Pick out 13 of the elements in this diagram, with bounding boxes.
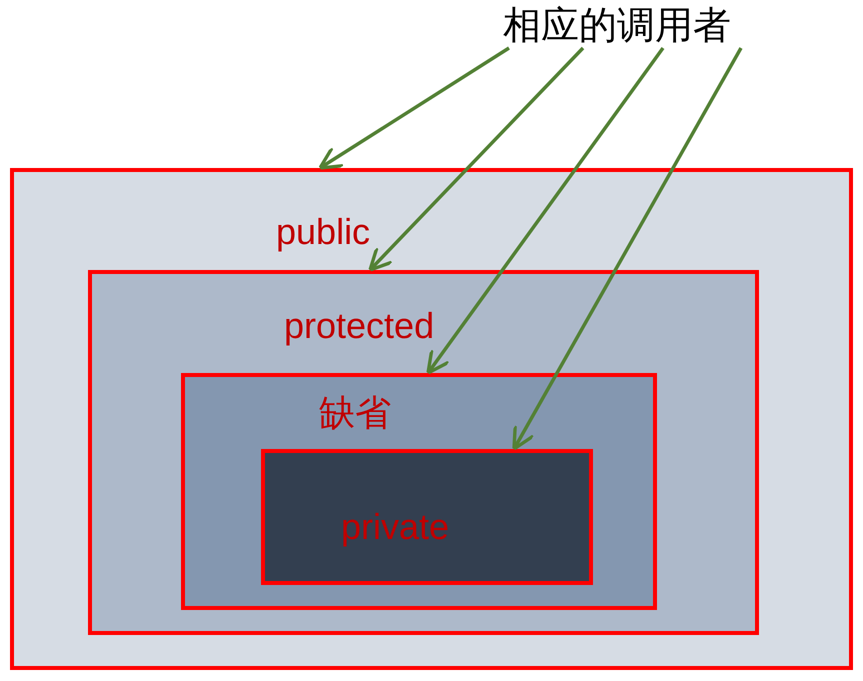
- access-level-label: private: [341, 507, 450, 547]
- arrow: [368, 46, 584, 272]
- arrow: [426, 46, 664, 375]
- access-level-label: public: [276, 212, 370, 252]
- access-level-label: 缺省: [319, 393, 391, 433]
- caller-label: 相应的调用者: [503, 4, 731, 48]
- arrow: [512, 47, 743, 451]
- access-level-label: protected: [284, 306, 434, 346]
- arrow: [318, 46, 510, 170]
- access-level-box: [88, 270, 759, 635]
- access-level-box: [261, 449, 593, 585]
- access-level-box: [10, 168, 853, 670]
- access-level-box: [181, 373, 657, 610]
